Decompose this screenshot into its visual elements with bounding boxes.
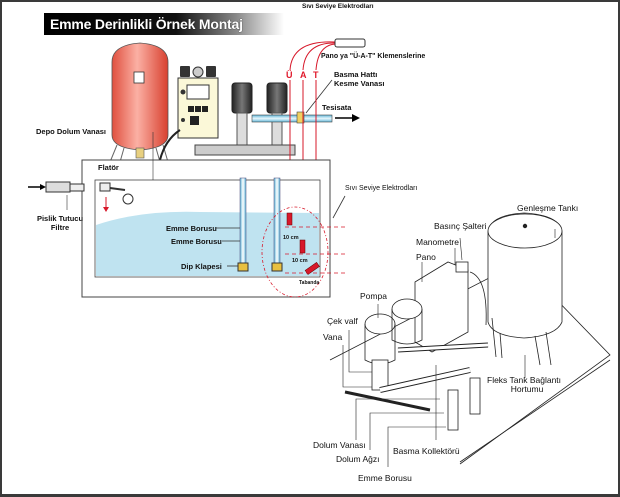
label-dip-klapesi: Dip Klapesi bbox=[181, 262, 222, 271]
label-emme-borusu-bottom: Emme Borusu bbox=[358, 473, 412, 483]
discharge-pipe bbox=[251, 114, 333, 123]
label-pompa: Pompa bbox=[360, 291, 387, 301]
electrode-u bbox=[286, 212, 293, 226]
label-depo-dolum-vanasi: Depo Dolum Vanası bbox=[36, 127, 107, 136]
float-switch bbox=[99, 182, 134, 212]
label-dolum-vanasi: Dolum Vanası bbox=[313, 440, 366, 450]
title-bar bbox=[44, 13, 284, 35]
page-title: Emme Derinlikli Örnek Montaj bbox=[50, 16, 243, 32]
label-basma-hatti: Basma Hattı bbox=[334, 70, 378, 79]
label-hortumu: Hortumu bbox=[510, 384, 544, 394]
label-tesisata: Tesisata bbox=[322, 103, 352, 112]
pump-base bbox=[194, 144, 296, 156]
label-filtre: Filtre bbox=[50, 223, 70, 232]
label-sivi-seviye-top: Sıvı Seviye Elektrodları bbox=[302, 3, 374, 10]
label-dim-10cm-2: 10 cm bbox=[292, 258, 308, 264]
suction-pipe-2 bbox=[273, 177, 281, 264]
label-sivi-seviye-mid: Sıvı Seviye Elektrodları bbox=[345, 185, 418, 192]
label-genlesme-tanki: Genleşme Tankı bbox=[517, 203, 579, 213]
suction-pipe-1 bbox=[239, 177, 247, 264]
isometric-pump-station bbox=[329, 212, 611, 465]
expansion-tank-red bbox=[109, 42, 169, 163]
cable-connector bbox=[334, 38, 366, 48]
label-cek-valf: Çek valf bbox=[327, 316, 358, 326]
label-pano-uat: Pano ya "Ü-A-T" Klemenslerine bbox=[321, 53, 426, 60]
label-basma-kollektoru: Basma Kollektörü bbox=[393, 446, 460, 456]
cutoff-valve bbox=[296, 111, 305, 124]
label-dolum-agzi: Dolum Ağzı bbox=[336, 454, 380, 464]
foot-valve-2 bbox=[271, 262, 283, 272]
level-lines bbox=[261, 206, 345, 298]
label-vana: Vana bbox=[323, 332, 343, 342]
electrode-letter-t: T bbox=[313, 70, 319, 80]
arrow-icon bbox=[352, 114, 360, 122]
control-panel bbox=[159, 66, 219, 161]
electrode-a bbox=[299, 239, 306, 254]
label-emme-borusu-2: Emme Borusu bbox=[171, 237, 222, 246]
leader-lines bbox=[342, 229, 556, 467]
label-dim-10cm-1: 10 cm bbox=[283, 235, 299, 241]
pump-2 bbox=[266, 82, 288, 148]
label-basinc-salteri: Basınç Şalteri bbox=[434, 221, 487, 231]
label-fleks-tank: Fleks Tank Bağlantı bbox=[487, 375, 562, 385]
pump-1 bbox=[231, 82, 253, 148]
electrode-t bbox=[304, 261, 320, 275]
label-pano: Pano bbox=[416, 252, 436, 262]
electrode-letter-u: Ü bbox=[286, 70, 293, 80]
label-kesme-vanasi: Kesme Vanası bbox=[334, 79, 385, 88]
label-tabanda: Tabanda bbox=[299, 280, 320, 286]
label-emme-borusu-1: Emme Borusu bbox=[166, 224, 217, 233]
label-flator: Flatör bbox=[98, 163, 119, 172]
inlet-valve bbox=[28, 181, 85, 193]
foot-valve-1 bbox=[237, 262, 249, 272]
label-manometre: Manometre bbox=[416, 237, 459, 247]
label-pislik-tutucu: Pislik Tutucu bbox=[36, 214, 84, 223]
electrode-letter-a: A bbox=[300, 70, 307, 80]
